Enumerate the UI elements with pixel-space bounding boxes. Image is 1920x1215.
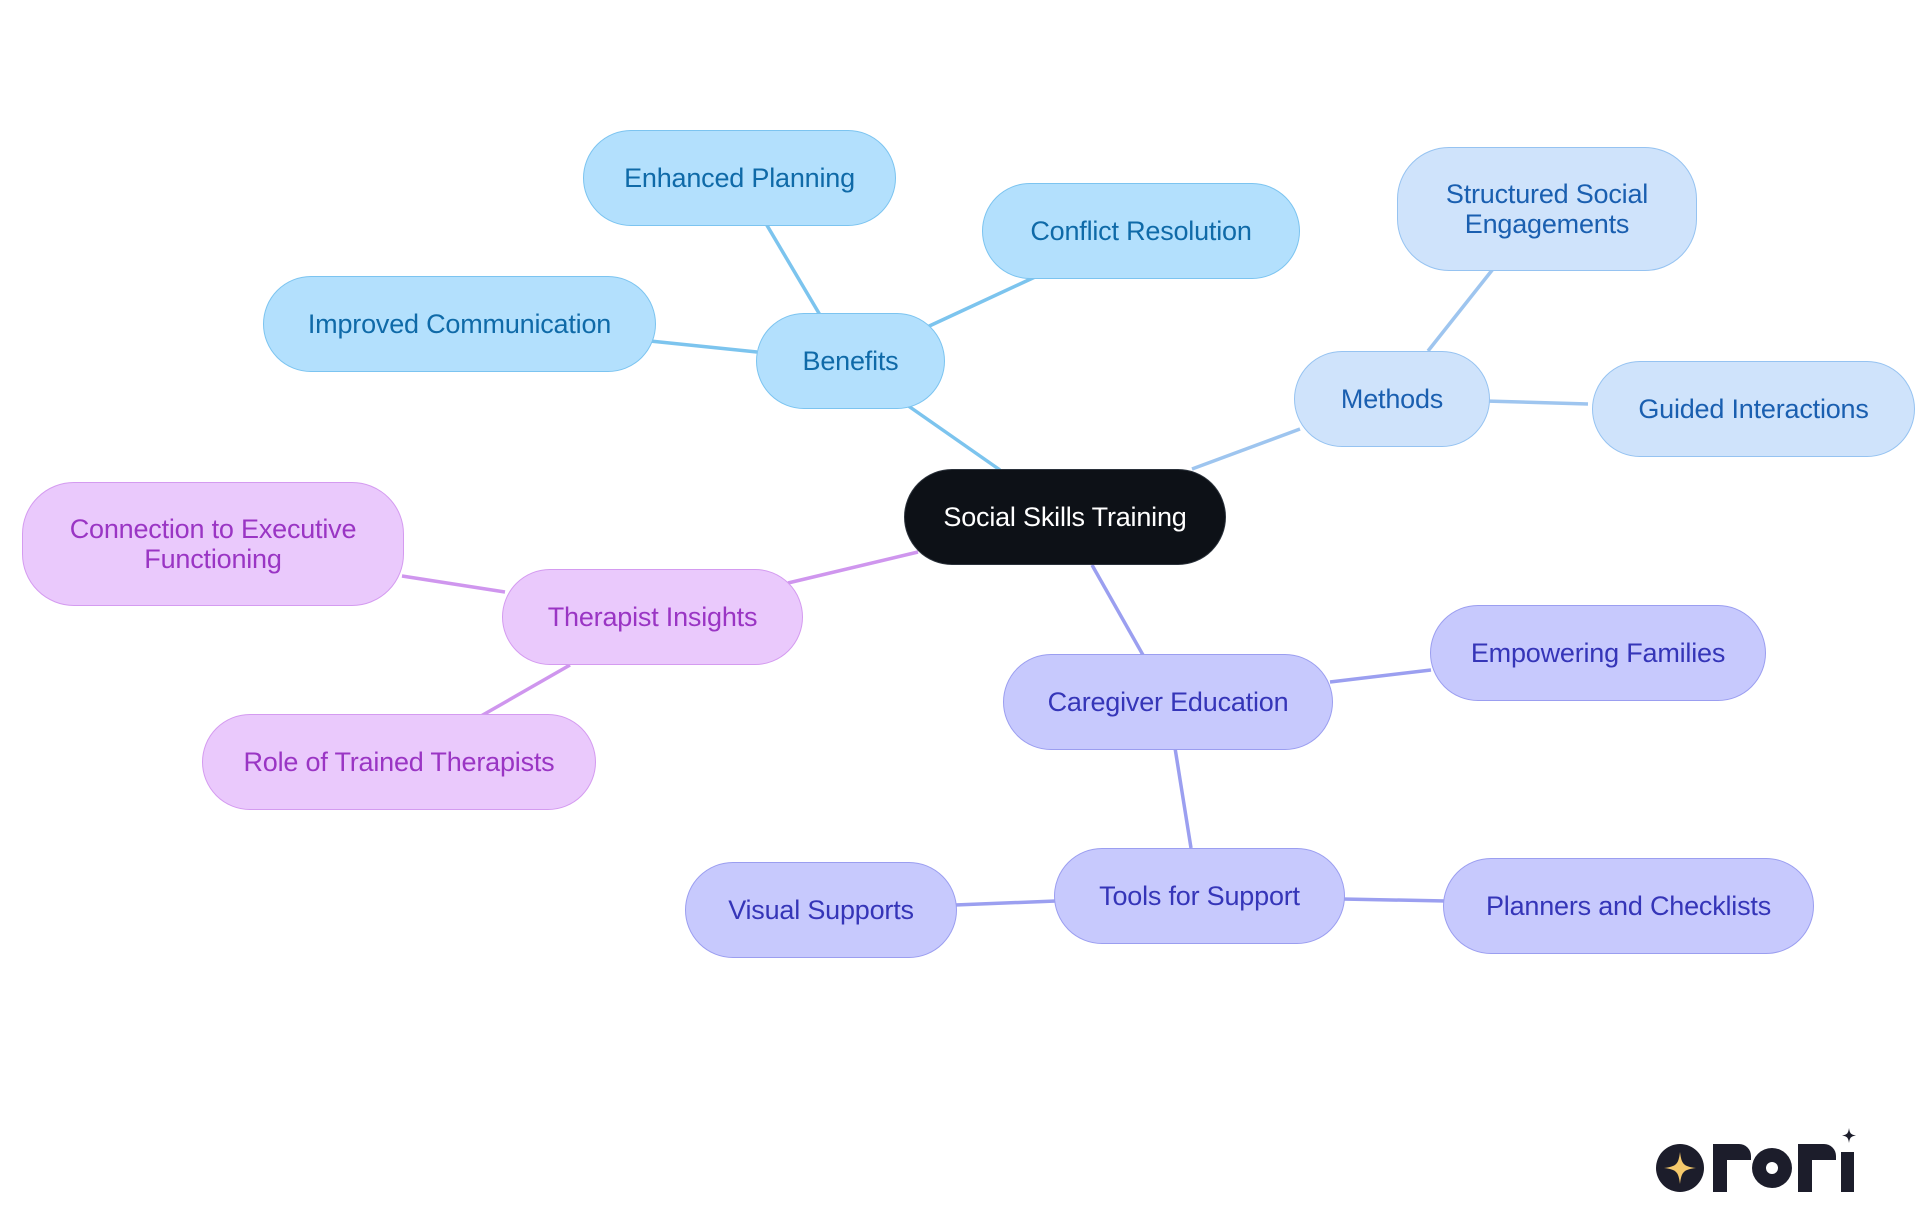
tools-for-support-node[interactable]: Tools for Support xyxy=(1054,848,1345,944)
benefits-node-label: Benefits xyxy=(802,346,899,376)
edge-methods-guided xyxy=(1484,399,1589,406)
edge-benefits-conflict-resolution xyxy=(924,275,1036,330)
caregiver-education-node[interactable]: Caregiver Education xyxy=(1003,654,1333,750)
edge-caregiver-empowering xyxy=(1329,668,1432,684)
enhanced-planning-label: Enhanced Planning xyxy=(624,163,855,193)
connection-executive-functioning-node[interactable]: Connection to Executive Functioning xyxy=(22,482,404,606)
planners-checklists-node[interactable]: Planners and Checklists xyxy=(1443,858,1814,954)
connection-executive-functioning-label: Connection to Executive Functioning xyxy=(69,514,357,574)
edge-tools-visual xyxy=(954,899,1057,907)
edge-therapist-connection xyxy=(401,574,506,594)
empowering-families-node[interactable]: Empowering Families xyxy=(1430,605,1766,701)
caregiver-education-label: Caregiver Education xyxy=(1047,687,1289,717)
edge-root-methods xyxy=(1191,427,1301,471)
edge-tools-planners xyxy=(1341,897,1447,903)
methods-node[interactable]: Methods xyxy=(1294,351,1490,447)
methods-node-label: Methods xyxy=(1340,384,1444,414)
root-node[interactable]: Social Skills Training xyxy=(904,469,1226,565)
benefits-node[interactable]: Benefits xyxy=(756,313,945,409)
visual-supports-label: Visual Supports xyxy=(728,895,914,925)
improved-communication-label: Improved Communication xyxy=(307,309,612,339)
edge-therapist-role xyxy=(480,663,571,718)
guided-interactions-node[interactable]: Guided Interactions xyxy=(1592,361,1915,457)
enhanced-planning-node[interactable]: Enhanced Planning xyxy=(583,130,896,226)
root-node-label: Social Skills Training xyxy=(943,502,1187,532)
rori-logo xyxy=(1656,1128,1856,1192)
guided-interactions-label: Guided Interactions xyxy=(1638,394,1869,424)
improved-communication-node[interactable]: Improved Communication xyxy=(263,276,656,372)
edge-benefits-improved-communication xyxy=(649,339,758,354)
sparkle-icon xyxy=(1656,1144,1704,1192)
edge-caregiver-tools xyxy=(1173,747,1193,849)
tools-for-support-label: Tools for Support xyxy=(1099,881,1300,911)
edge-benefits-enhanced-planning xyxy=(763,221,822,316)
conflict-resolution-label: Conflict Resolution xyxy=(1030,216,1252,246)
structured-social-engagements-label: Structured Social Engagements xyxy=(1445,179,1649,239)
role-trained-therapists-node[interactable]: Role of Trained Therapists xyxy=(202,714,596,810)
edge-root-caregiver xyxy=(1090,564,1145,656)
role-trained-therapists-label: Role of Trained Therapists xyxy=(243,747,555,777)
conflict-resolution-node[interactable]: Conflict Resolution xyxy=(982,183,1300,279)
therapist-insights-node[interactable]: Therapist Insights xyxy=(502,569,803,665)
edge-root-therapist xyxy=(787,550,919,585)
visual-supports-node[interactable]: Visual Supports xyxy=(685,862,957,958)
edge-methods-structured xyxy=(1426,267,1495,353)
therapist-insights-label: Therapist Insights xyxy=(547,602,758,632)
edge-root-benefits xyxy=(905,403,1002,472)
empowering-families-label: Empowering Families xyxy=(1470,638,1726,668)
planners-checklists-label: Planners and Checklists xyxy=(1485,891,1772,921)
logo-wordmark xyxy=(1713,1128,1856,1192)
structured-social-engagements-node[interactable]: Structured Social Engagements xyxy=(1397,147,1697,271)
